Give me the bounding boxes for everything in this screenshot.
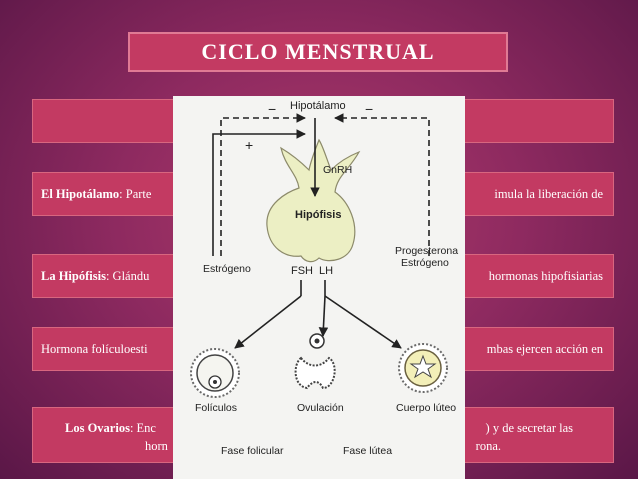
feedback-right-dashed: [334, 113, 430, 256]
term-hipotalamo: El Hipotálamo: [41, 187, 120, 201]
pituitary-gland: [266, 138, 361, 263]
label-ovulacion: Ovulación: [297, 402, 344, 414]
band-hipotalamo-left: El Hipotálamo: Parte: [41, 186, 151, 202]
term-hipofisis: La Hipófisis: [41, 269, 106, 283]
label-fsh: FSH: [291, 265, 313, 277]
band-hipofisis-left: La Hipófisis: Glándu: [41, 268, 149, 284]
band-ovarios-left: Los Ovarios: Enc: [65, 420, 156, 436]
term-ovarios: Los Ovarios: [65, 421, 130, 435]
feedback-left-dashed: [220, 113, 306, 256]
label-lh: LH: [319, 265, 333, 277]
diagram-svg: Hipotálamo − − + GnRH Hipófisis Estrógen…: [190, 100, 458, 457]
label-hipofisis: Hipófisis: [295, 209, 341, 221]
label-fase-folicular: Fase folicular: [221, 445, 284, 457]
label-minus-left: −: [268, 101, 276, 117]
label-estrogeno-right: Estrógeno: [401, 257, 449, 269]
label-hipotalamo: Hipotálamo: [290, 100, 346, 112]
text-ovarios-line2: horn: [145, 439, 168, 453]
feedback-left-solid: [212, 129, 306, 256]
text-hormona-right: mbas ejercen acción en: [486, 342, 603, 356]
label-minus-right: −: [365, 101, 373, 117]
ovulation-icon: [294, 333, 336, 390]
text-hormona: Hormona folículoesti: [41, 342, 148, 356]
label-foliculos: Folículos: [195, 402, 237, 414]
slide-title: CICLO MENSTRUAL: [128, 32, 508, 72]
label-plus: +: [245, 137, 253, 153]
text-hipotalamo-right: imula la liberación de: [494, 187, 603, 201]
label-estrogeno: Estrógeno: [203, 263, 251, 275]
label-progesterona: Progesterona: [395, 245, 458, 257]
follicle-icon: [190, 348, 240, 398]
text-hipofisis: : Glándu: [105, 269, 150, 283]
label-cuerpo-luteo: Cuerpo lúteo: [396, 402, 456, 414]
label-gnrh: GnRH: [323, 164, 352, 176]
text-hipotalamo: : Parte: [119, 187, 152, 201]
text-ovarios-right2: rona.: [475, 439, 501, 453]
menstrual-cycle-diagram: Hipotálamo − − + GnRH Hipófisis Estrógen…: [173, 96, 465, 479]
text-ovarios-right: ) y de secretar las: [485, 421, 573, 435]
corpus-luteum-icon: [398, 343, 448, 393]
label-fase-lutea: Fase lútea: [343, 445, 392, 457]
text-hipofisis-right: hormonas hipofisiarias: [488, 269, 603, 283]
text-ovarios: : Enc: [129, 421, 156, 435]
